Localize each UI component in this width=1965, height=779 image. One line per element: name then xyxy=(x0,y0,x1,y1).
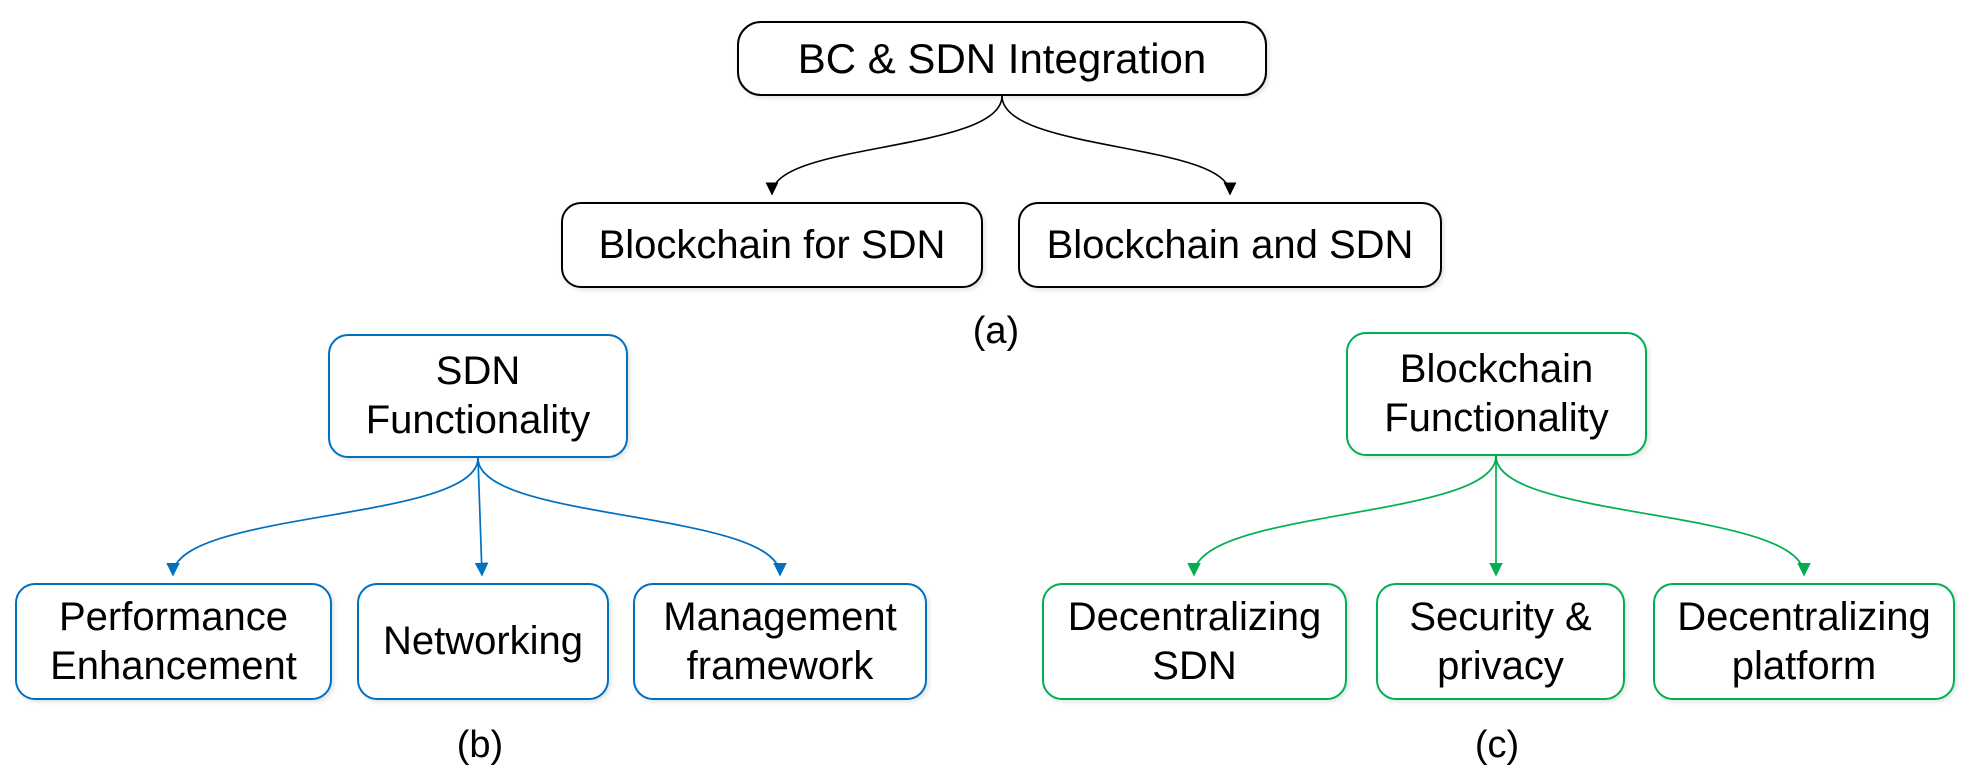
node-blockchain-and-sdn: Blockchain and SDN xyxy=(1018,202,1442,288)
edge-b-left xyxy=(166,457,479,577)
node-sdn-functionality: SDN Functionality xyxy=(328,334,628,458)
edge-c-right xyxy=(1495,455,1811,577)
edge-c-left xyxy=(1187,455,1497,577)
edge-b-middle xyxy=(474,457,489,577)
node-networking: Networking xyxy=(357,583,609,700)
caption-c: (c) xyxy=(1474,724,1520,766)
node-security-privacy: Security & privacy xyxy=(1376,583,1625,700)
edge-a-right xyxy=(1001,95,1237,196)
node-performance-enhancement: Performance Enhancement xyxy=(15,583,332,700)
caption-a: (a) xyxy=(972,310,1020,352)
caption-b: (b) xyxy=(456,724,504,766)
node-decentralizing-sdn: Decentralizing SDN xyxy=(1042,583,1347,700)
node-blockchain-functionality: Blockchain Functionality xyxy=(1346,332,1647,456)
node-blockchain-for-sdn: Blockchain for SDN xyxy=(561,202,983,288)
node-management-framework: Management framework xyxy=(633,583,927,700)
node-bc-sdn-integration: BC & SDN Integration xyxy=(737,21,1267,96)
edge-b-right xyxy=(477,457,787,577)
node-decentralizing-platform: Decentralizing platform xyxy=(1653,583,1955,700)
edge-a-left xyxy=(765,95,1003,196)
